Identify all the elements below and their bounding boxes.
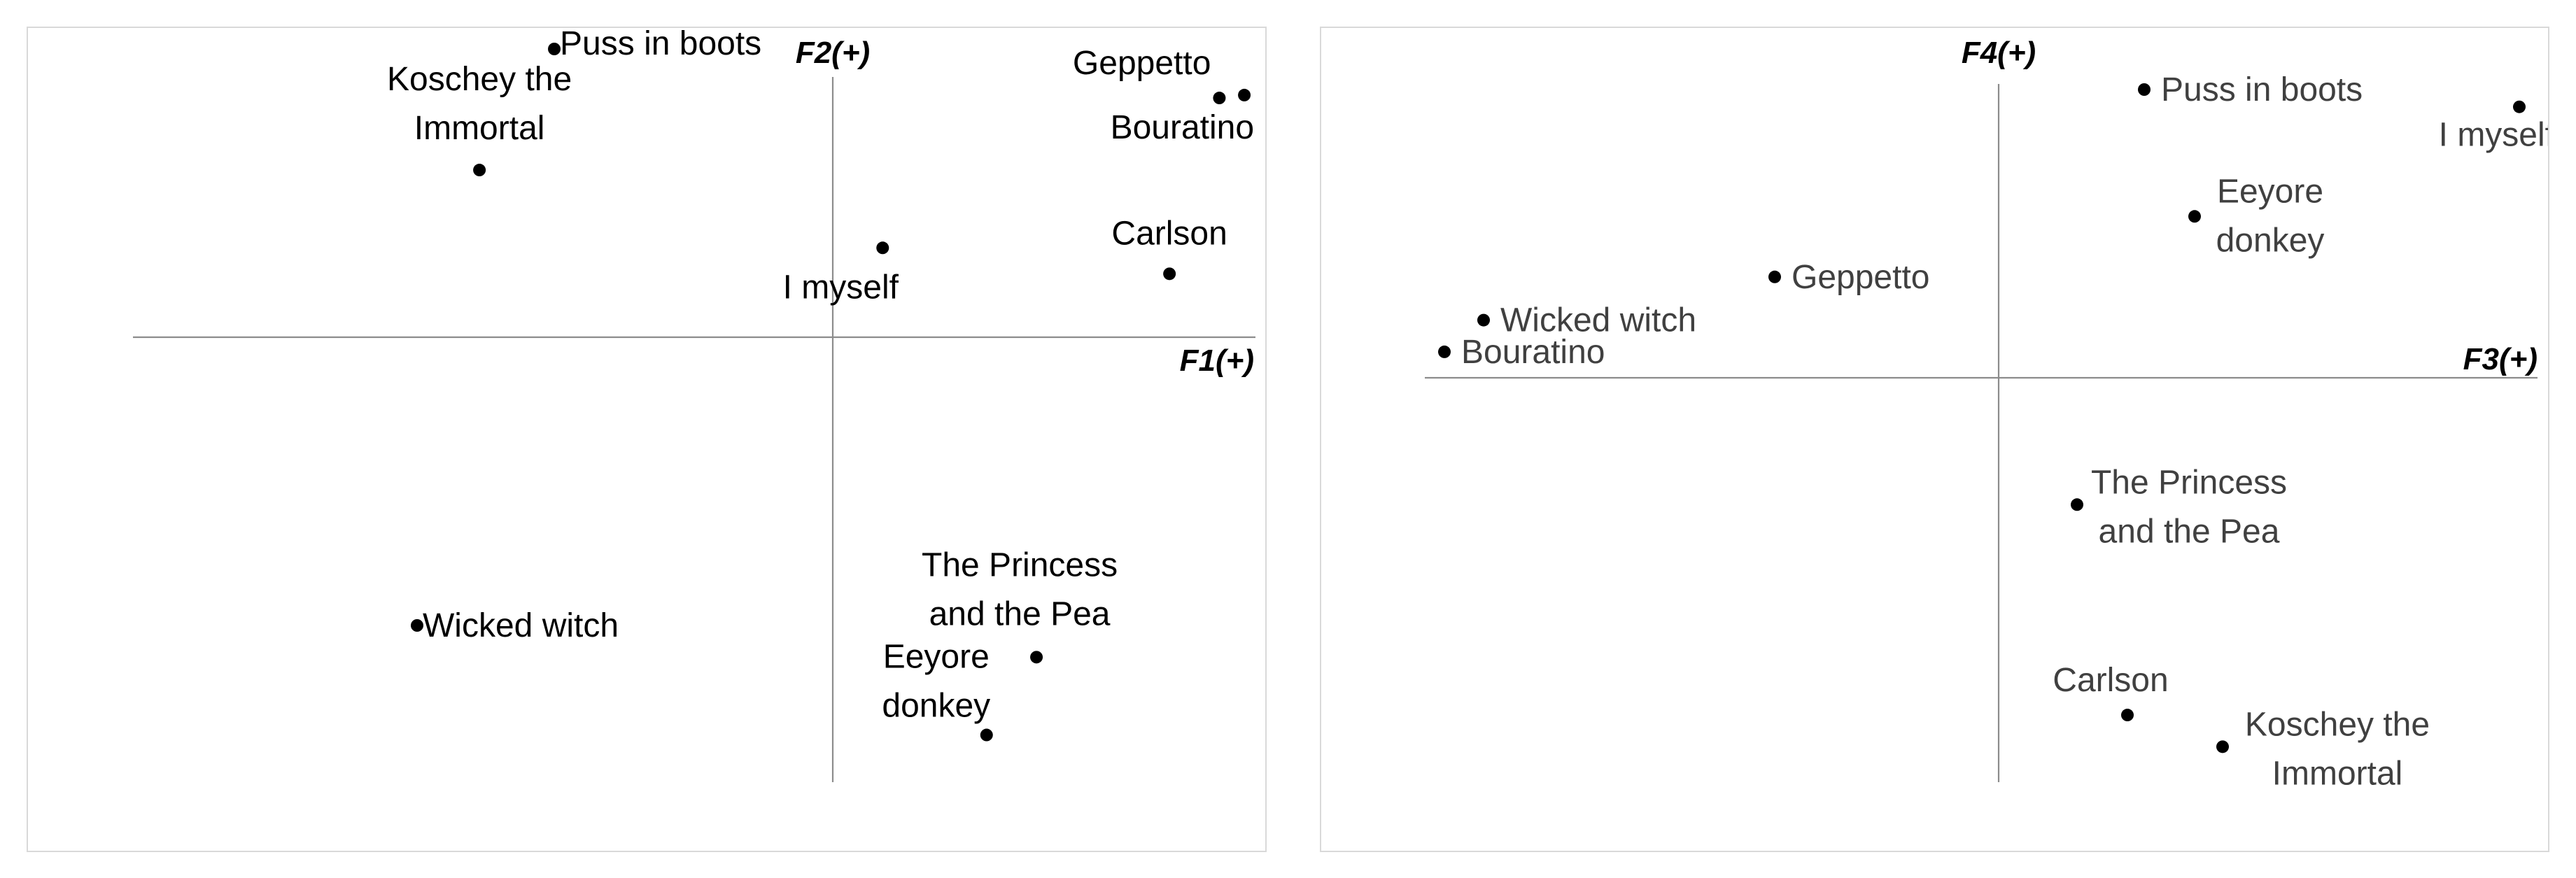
point-label: Geppetto bbox=[1792, 259, 1929, 296]
point-marker bbox=[1477, 313, 1490, 327]
point-label: Bouratino bbox=[1461, 334, 1605, 371]
x-axis-title: F1(+) bbox=[1180, 344, 1254, 378]
point-marker bbox=[2071, 498, 2083, 511]
data-point-carlson: Carlson bbox=[2053, 662, 2169, 722]
point-marker bbox=[2513, 100, 2526, 113]
point-marker bbox=[980, 728, 993, 742]
data-point-bouratino: Bouratino bbox=[1438, 334, 1605, 371]
x-axis-title: F3(+) bbox=[2463, 342, 2538, 376]
y-axis-title: F2(+) bbox=[796, 36, 870, 70]
point-marker bbox=[473, 164, 486, 177]
point-marker bbox=[1768, 270, 1781, 283]
data-point-i-myself: I myself bbox=[783, 241, 899, 306]
point-marker bbox=[2121, 709, 2134, 722]
point-marker bbox=[1238, 88, 1251, 101]
point-marker bbox=[548, 43, 561, 55]
data-point-wicked-witch: Wicked witch bbox=[1477, 302, 1696, 339]
point-marker bbox=[2216, 740, 2229, 753]
point-marker bbox=[1030, 651, 1043, 664]
data-point-puss-in-boots: Puss in boots bbox=[2138, 71, 2363, 108]
y-axis-title: F4(+) bbox=[1962, 36, 2036, 70]
point-label: Puss in boots bbox=[2161, 71, 2363, 108]
point-marker bbox=[411, 619, 423, 632]
point-label: Puss in boots bbox=[560, 28, 761, 62]
point-label: Bouratino bbox=[1111, 109, 1254, 146]
point-marker bbox=[876, 241, 889, 255]
data-point-geppetto: Geppetto bbox=[1073, 45, 1226, 105]
data-point-bouratino: Bouratino bbox=[1111, 88, 1254, 146]
point-label: Geppetto bbox=[1073, 45, 1211, 82]
point-label: Carlson bbox=[1111, 215, 1227, 252]
data-point-carlson: Carlson bbox=[1111, 215, 1227, 281]
data-point-wicked-witch: Wicked witch bbox=[411, 607, 619, 644]
point-label: Wicked witch bbox=[1500, 302, 1696, 339]
point-label: I myself bbox=[783, 269, 899, 306]
point-marker bbox=[1163, 267, 1176, 281]
point-label: I myself bbox=[2439, 117, 2548, 154]
data-point-geppetto: Geppetto bbox=[1768, 259, 1929, 296]
point-marker bbox=[2188, 210, 2201, 223]
data-point-puss-in-boots: Puss in boots bbox=[548, 28, 761, 62]
point-label: Carlson bbox=[2053, 662, 2168, 699]
point-marker bbox=[1438, 345, 1451, 358]
point-label: Wicked witch bbox=[423, 607, 619, 644]
point-marker bbox=[1213, 92, 1226, 105]
point-marker bbox=[2138, 83, 2151, 96]
data-point-i-myself: I myself bbox=[2439, 100, 2548, 154]
